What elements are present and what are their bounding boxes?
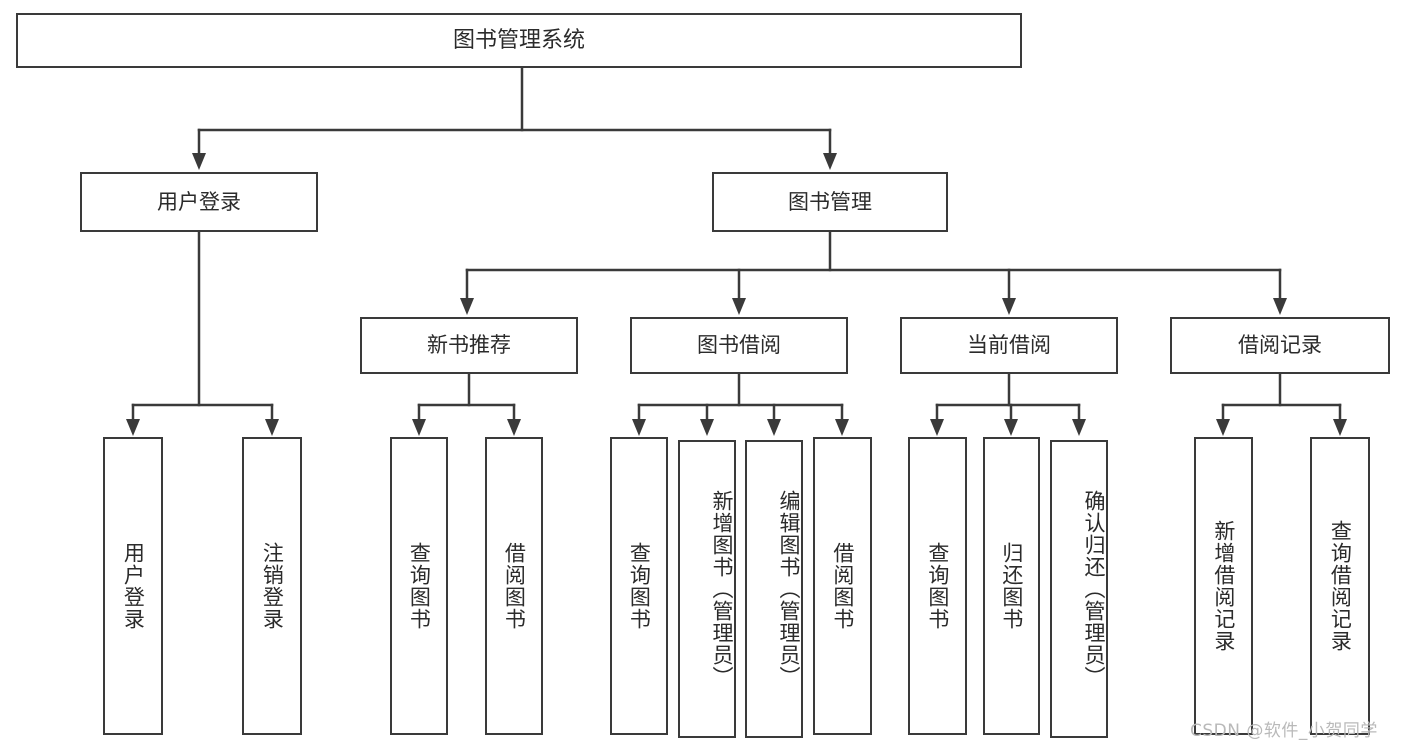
node-book-manage[interactable]: 图书管理 [712, 172, 948, 232]
node-leaf-user-login[interactable]: 用户登录 [103, 437, 163, 735]
node-label: 当前借阅 [967, 333, 1051, 358]
node-label: 确认归还（管理员） [1082, 490, 1106, 688]
node-leaf-logout[interactable]: 注销登录 [242, 437, 302, 735]
node-label: 图书管理 [788, 189, 872, 214]
node-label: 查询借阅记录 [1328, 520, 1353, 652]
node-book-borrow[interactable]: 图书借阅 [630, 317, 848, 374]
node-label: 查询图书 [925, 542, 950, 630]
node-leaf-return-book[interactable]: 归还图书 [983, 437, 1040, 735]
node-user-login[interactable]: 用户登录 [80, 172, 318, 232]
node-leaf-confirm-return[interactable]: 确认归还（管理员） [1050, 440, 1108, 738]
node-label: 图书借阅 [697, 333, 781, 358]
node-leaf-query-record[interactable]: 查询借阅记录 [1310, 437, 1370, 735]
node-label: 查询图书 [407, 542, 432, 630]
node-leaf-add-book[interactable]: 新增图书（管理员） [678, 440, 736, 738]
node-label: 编辑图书（管理员） [777, 490, 801, 688]
node-leaf-query-book-1[interactable]: 查询图书 [390, 437, 448, 735]
node-label: 归还图书 [999, 542, 1024, 630]
node-label: 借阅图书 [830, 542, 855, 630]
node-label: 借阅记录 [1238, 333, 1322, 358]
node-label: 图书管理系统 [452, 27, 585, 53]
node-leaf-add-record[interactable]: 新增借阅记录 [1194, 437, 1253, 735]
node-leaf-edit-book[interactable]: 编辑图书（管理员） [745, 440, 803, 738]
node-leaf-borrow-book-1[interactable]: 借阅图书 [485, 437, 543, 735]
node-borrow-record[interactable]: 借阅记录 [1170, 317, 1390, 374]
node-label: 新书推荐 [427, 333, 511, 358]
node-leaf-query-book-3[interactable]: 查询图书 [908, 437, 967, 735]
node-current-borrow[interactable]: 当前借阅 [900, 317, 1118, 374]
watermark-text: CSDN @软件_小贺同学 [1190, 721, 1378, 741]
node-label: 新增图书（管理员） [710, 490, 734, 688]
node-label: 注销登录 [260, 542, 285, 630]
node-label: 查询图书 [627, 542, 652, 630]
node-label: 新增借阅记录 [1211, 520, 1236, 652]
node-new-book-recommend[interactable]: 新书推荐 [360, 317, 578, 374]
node-label: 用户登录 [157, 189, 241, 214]
node-leaf-borrow-book-2[interactable]: 借阅图书 [813, 437, 872, 735]
node-root[interactable]: 图书管理系统 [16, 13, 1022, 68]
node-label: 借阅图书 [502, 542, 527, 630]
node-label: 用户登录 [121, 542, 146, 630]
node-leaf-query-book-2[interactable]: 查询图书 [610, 437, 668, 735]
